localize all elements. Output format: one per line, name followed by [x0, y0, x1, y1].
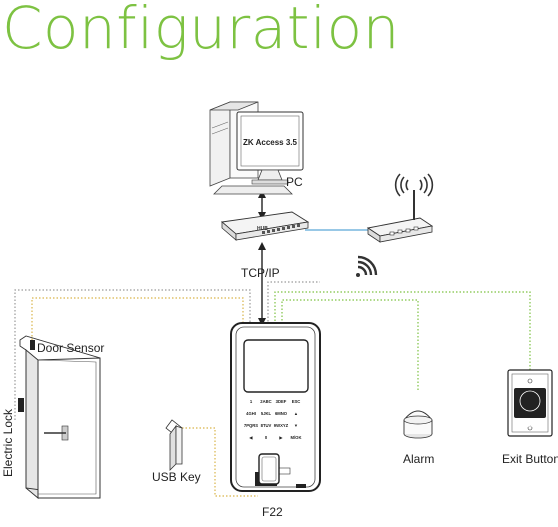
- router-icon: [366, 173, 434, 243]
- keypad-key: 0: [265, 435, 268, 440]
- f22-device-icon: [230, 322, 321, 492]
- exit-button-icon: [507, 369, 553, 437]
- page-title: Configuration: [2, 0, 400, 62]
- network-switch-icon: [220, 211, 310, 241]
- keypad-key: M/OK: [291, 435, 302, 440]
- switch-brand: HUB: [257, 226, 268, 232]
- keypad-key: 8TUV: [261, 423, 272, 428]
- alarm-label: Alarm: [403, 452, 435, 466]
- alarm-icon: [403, 410, 433, 439]
- tcp-ip-label: TCP/IP: [241, 266, 280, 280]
- keypad-key: ESC: [292, 399, 301, 404]
- keypad-key: 2ABC: [260, 399, 271, 404]
- usb-key-icon: [165, 419, 183, 471]
- wifi-icon: [356, 255, 378, 277]
- electric-lock-label: Electric Lock: [1, 408, 16, 478]
- keypad-key: ◀: [248, 435, 253, 440]
- keypad-key: 3DEF: [276, 399, 287, 404]
- keypad-key: 7PQRS: [244, 423, 258, 428]
- pc-label: PC: [286, 175, 303, 189]
- keypad-key: ▼: [294, 423, 298, 428]
- keypad-key: 9WXYZ: [274, 423, 289, 428]
- door-sensor-label: Door Sensor: [37, 341, 105, 355]
- pc-icon: [209, 101, 304, 195]
- keypad-key: ▲: [294, 411, 298, 416]
- keypad-key: 1: [250, 399, 253, 404]
- f22-label: F22: [262, 505, 283, 519]
- usb-key-label: USB Key: [152, 470, 201, 484]
- door-icon: [18, 335, 101, 499]
- keypad-key: 5JKL: [261, 411, 272, 416]
- keypad-key: 6MNO: [275, 411, 288, 416]
- exit-button-label: Exit Button: [502, 452, 558, 466]
- pc-software-label: ZK Access 3.5: [243, 138, 298, 147]
- keypad-key: 4GHI: [246, 411, 256, 416]
- door-sensor-icon: [30, 340, 35, 350]
- exit-button-text: EXIT: [525, 423, 535, 428]
- keypad-key: ▶: [278, 435, 283, 440]
